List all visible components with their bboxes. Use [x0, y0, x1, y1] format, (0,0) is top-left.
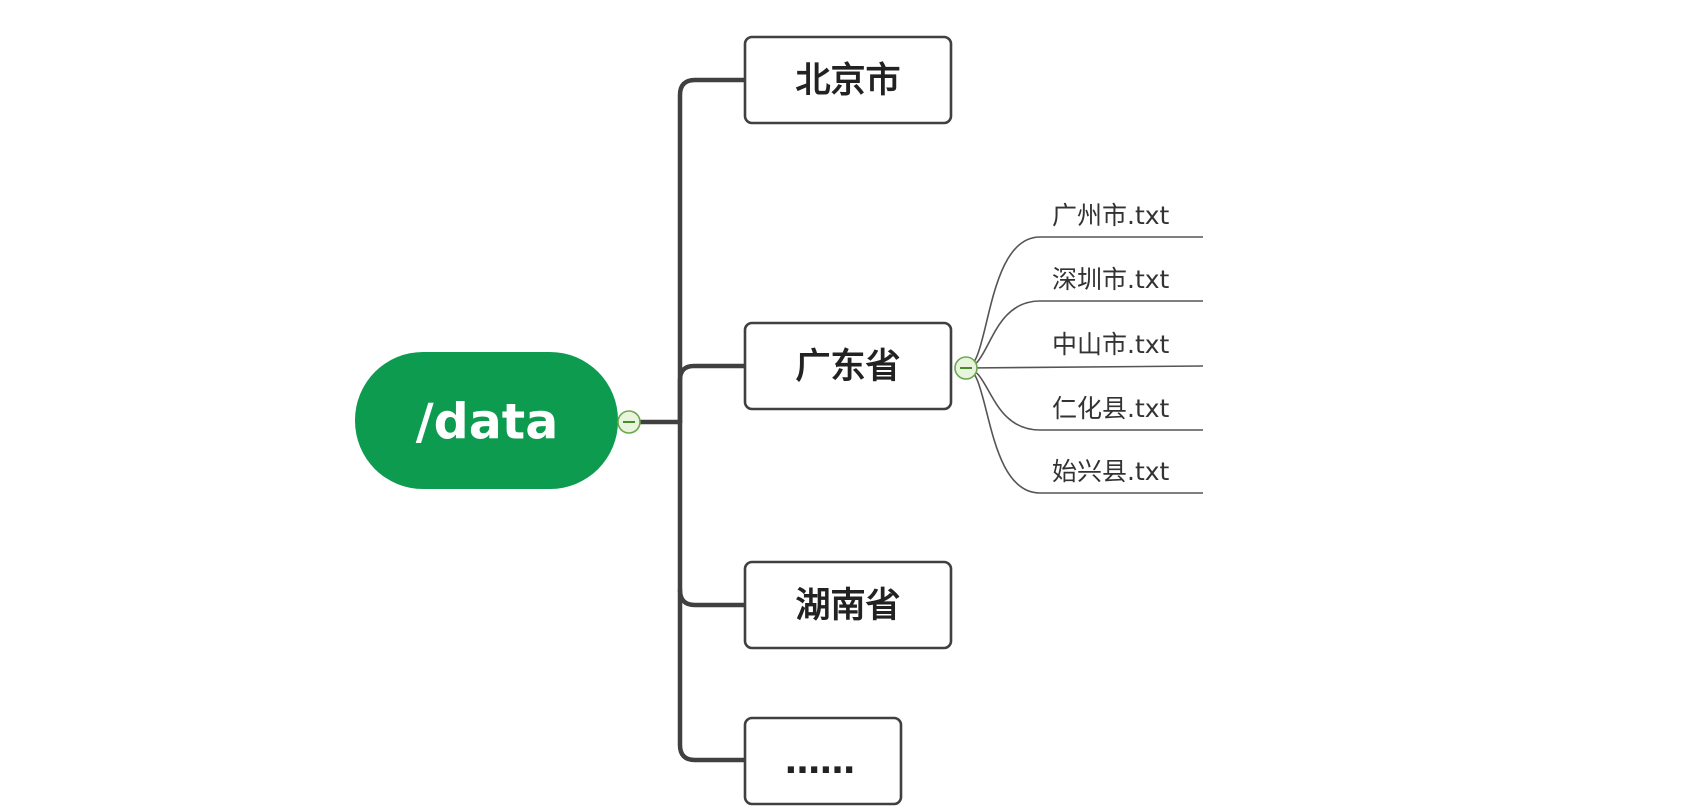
branch-node-shape	[743, 35, 953, 125]
connector-branch-1	[677, 77, 748, 425]
file-leaf[interactable]: 广州市.txt	[1052, 201, 1170, 230]
branch-node-label: 湖南省	[795, 586, 900, 626]
branch-node-guangdong[interactable]: 广东省	[743, 321, 953, 411]
branch-node-beijing[interactable]: 北京市	[743, 35, 953, 125]
file-leaves: 广州市.txt 深圳市.txt 中山市.txt 仁化县.txt 始兴县.txt	[1052, 201, 1170, 486]
file-leaf[interactable]: 仁化县.txt	[1052, 394, 1170, 423]
branch-node-label: ……	[785, 742, 855, 782]
root-node[interactable]: /data	[355, 352, 618, 489]
branch-node-shape	[743, 716, 903, 806]
main-connectors	[637, 77, 748, 763]
collapse-minus-icon[interactable]	[617, 410, 641, 434]
connector-branch-4	[677, 587, 748, 763]
file-leaf[interactable]: 始兴县.txt	[1052, 457, 1170, 486]
branch-node-shape	[743, 321, 953, 411]
branch-node-hunan[interactable]: 湖南省	[743, 560, 953, 650]
branch-node-more[interactable]: ……	[743, 716, 903, 806]
branch-node-shape	[743, 560, 953, 650]
file-leaf[interactable]: 中山市.txt	[1052, 330, 1170, 359]
root-node-shape	[355, 352, 618, 489]
collapse-minus-icon[interactable]	[954, 356, 978, 380]
branch-node-label: 北京市	[795, 60, 900, 101]
connector-branch-2	[677, 363, 748, 425]
file-leaf[interactable]: 深圳市.txt	[1052, 265, 1170, 294]
branch-node-label: 广东省	[795, 347, 900, 387]
connector-branch-3	[677, 419, 748, 608]
root-node-label: /data	[416, 394, 559, 451]
connector-file-3	[965, 365, 1204, 369]
